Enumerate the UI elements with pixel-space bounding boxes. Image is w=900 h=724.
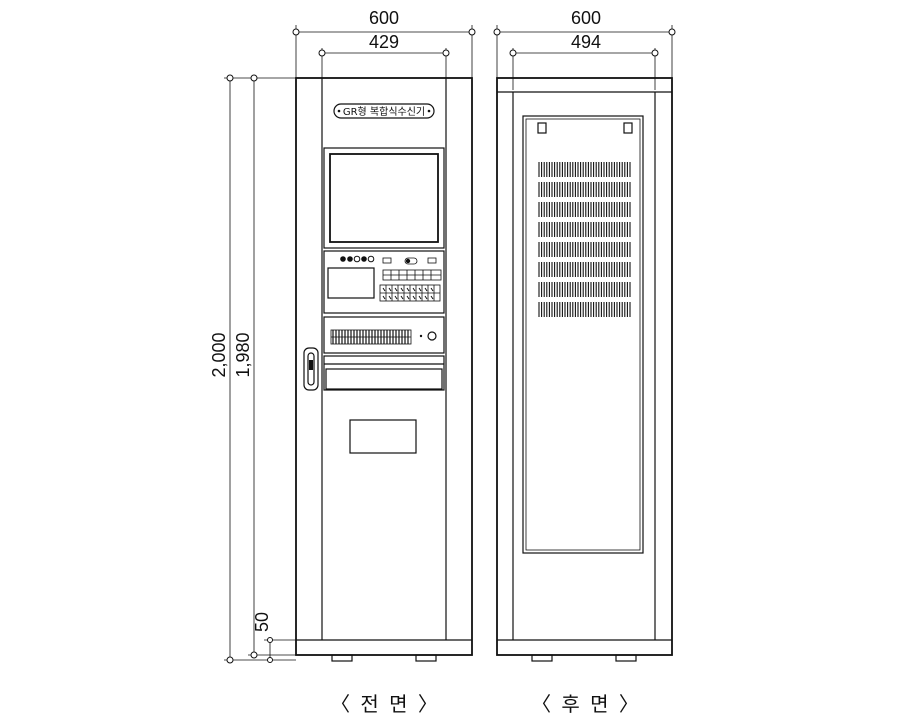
front-cabinet-outline <box>295 77 473 656</box>
vent-row <box>538 202 631 217</box>
vent-row <box>538 242 631 257</box>
indicator-lamps <box>340 255 375 263</box>
lcd-display <box>327 267 375 299</box>
front-inner-width-label: 429 <box>369 32 399 52</box>
switch-panel <box>323 316 445 354</box>
body-height-label: 1,980 <box>233 332 253 377</box>
vent-row <box>538 302 631 317</box>
monitor-screen <box>329 153 439 243</box>
vent-row <box>538 282 631 297</box>
total-height-label: 2,000 <box>209 332 229 377</box>
front-outer-width-label: 600 <box>369 8 399 28</box>
door-handle <box>303 347 319 391</box>
lower-window <box>349 419 417 454</box>
vent-row <box>538 222 631 237</box>
front-view-caption: 〈 전 면 〉 <box>330 692 440 716</box>
front-width-dimensions: 600 429 <box>292 8 476 145</box>
switch-row <box>330 329 412 345</box>
rear-inner-width-label: 494 <box>571 32 601 52</box>
front-view: GR형 복합식수신기 <box>295 77 473 662</box>
rear-latch-left <box>537 122 547 134</box>
rear-foot-right <box>615 654 637 662</box>
vent-row <box>538 262 631 277</box>
vent-row <box>538 182 631 197</box>
front-foot-left <box>331 654 353 662</box>
nameplate <box>333 103 435 119</box>
switch-block <box>382 257 442 281</box>
rear-cabinet-outline <box>496 77 673 656</box>
rear-door-panel <box>522 115 644 554</box>
keypad <box>379 284 441 302</box>
rear-door-inner <box>525 118 641 551</box>
drawer <box>325 368 443 390</box>
rear-latch-right <box>623 122 633 134</box>
key-switch <box>427 331 437 341</box>
control-panel <box>323 250 445 314</box>
rear-view-caption: 〈 후 면 〉 <box>531 692 641 716</box>
ventilation-grille <box>538 162 631 317</box>
rear-view <box>496 77 673 662</box>
height-dimensions: 2,000 1,980 50 <box>209 74 296 664</box>
rear-foot-left <box>531 654 553 662</box>
monitor-panel <box>323 147 445 249</box>
base-height-label: 50 <box>252 612 272 632</box>
rear-outer-width-label: 600 <box>571 8 601 28</box>
drawer-panel <box>323 355 445 391</box>
nameplate-text: GR형 복합식수신기 <box>343 106 425 118</box>
rear-width-dimensions: 600 494 <box>493 8 676 90</box>
front-foot-right <box>415 654 437 662</box>
vent-row <box>538 162 631 177</box>
